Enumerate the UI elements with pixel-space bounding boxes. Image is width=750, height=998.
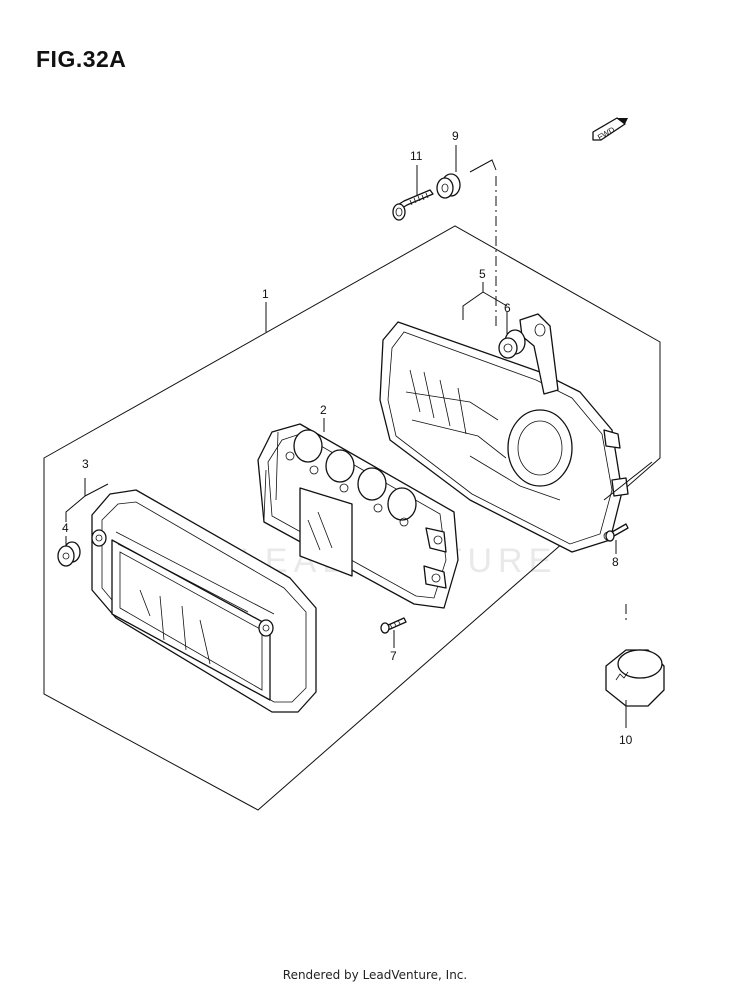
footer-credit: Rendered by LeadVenture, Inc. — [282, 968, 468, 982]
rim-part-3 — [91, 489, 317, 713]
callout-3: 3 — [82, 457, 89, 471]
callout-8: 8 — [612, 555, 619, 569]
callout-9: 9 — [452, 129, 459, 143]
screw-part-7 — [380, 617, 407, 648]
lamp-unit-part-2 — [257, 423, 459, 609]
callout-6: 6 — [504, 301, 511, 315]
callout-5: 5 — [479, 267, 486, 281]
assembly-outline — [43, 225, 661, 811]
grommet-part-6 — [498, 312, 526, 359]
callout-2: 2 — [320, 403, 327, 417]
screw-part-8 — [603, 461, 653, 554]
collar-part-9 — [436, 145, 497, 328]
figure-title: FIG.32A — [36, 46, 127, 72]
cap-part-10 — [605, 604, 665, 728]
callout-10: 10 — [619, 733, 633, 747]
nut-part-4 — [57, 536, 81, 567]
callout-1: 1 — [262, 287, 269, 301]
callout-11: 11 — [410, 149, 423, 163]
fwd-direction-badge: FWD — [592, 117, 628, 142]
bolt-part-11 — [392, 165, 434, 221]
callout-7: 7 — [390, 649, 397, 663]
callout-4: 4 — [62, 521, 69, 535]
